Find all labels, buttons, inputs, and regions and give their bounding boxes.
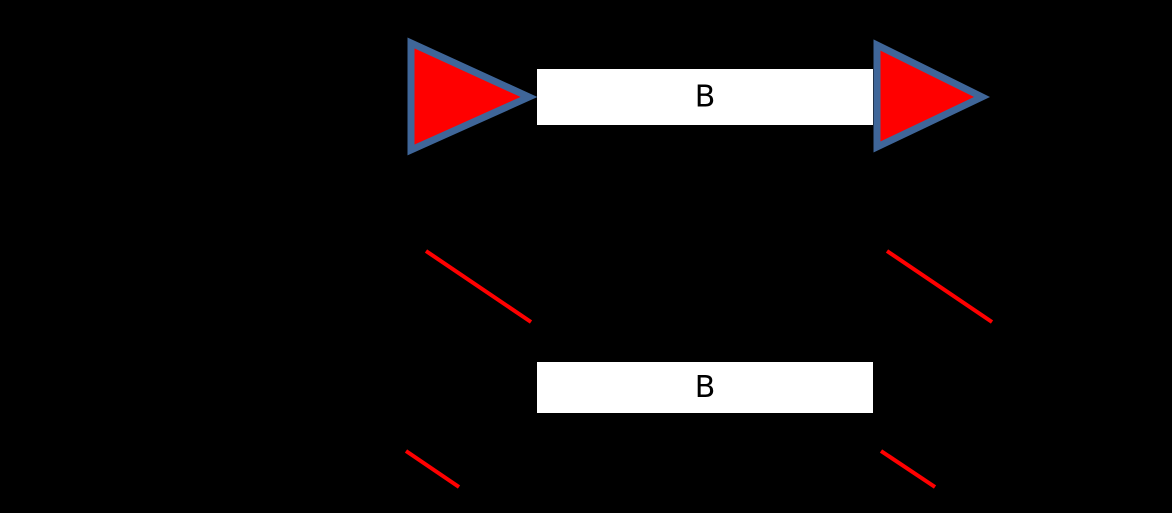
lower-bar-rect[interactable] xyxy=(537,362,873,413)
left-arrow-marker[interactable] xyxy=(407,37,538,156)
lower-right-connector-line xyxy=(879,449,937,489)
lower-left-connector-line xyxy=(404,449,461,489)
right-arrow-marker[interactable] xyxy=(873,39,991,153)
upper-bar-label: B xyxy=(695,80,716,115)
upper-right-connector-line xyxy=(885,249,994,324)
upper-left-connector-line xyxy=(424,249,533,324)
connector-group xyxy=(404,249,994,489)
upper-row-group: B xyxy=(407,37,991,156)
lower-bar-label: B xyxy=(695,370,716,405)
lower-row-group: B xyxy=(537,362,873,413)
upper-bar-rect[interactable] xyxy=(537,69,873,125)
